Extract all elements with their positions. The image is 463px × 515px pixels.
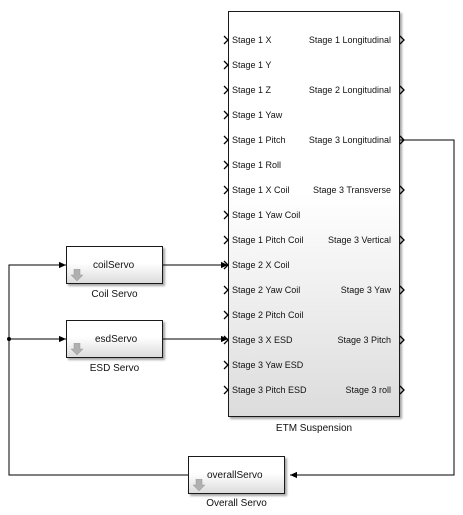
output-port-chevron-icon[interactable]	[399, 235, 406, 245]
etm-input-port-label: Stage 1 Roll	[232, 160, 282, 170]
etm-input-port-label: Stage 3 Yaw ESD	[232, 360, 304, 370]
input-port-chevron-icon[interactable]	[223, 260, 230, 270]
input-port-chevron-icon[interactable]	[223, 310, 230, 320]
output-port-chevron-icon[interactable]	[399, 85, 406, 95]
down-arrow-icon	[71, 343, 83, 355]
etm-input-port-label: Stage 1 X Coil	[232, 185, 290, 195]
output-port-chevron-icon[interactable]	[399, 285, 406, 295]
input-port-chevron-icon[interactable]	[223, 135, 230, 145]
input-port-chevron-icon[interactable]	[223, 335, 230, 345]
esd-servo-name: ESD Servo	[89, 363, 140, 374]
etm-input-port-label: Stage 2 Pitch Coil	[232, 310, 304, 320]
etm-input-port-label: Stage 2 Yaw Coil	[232, 285, 301, 295]
etm-output-port-label: Stage 2 Longitudinal	[308, 85, 391, 95]
output-port-chevron-icon[interactable]	[399, 35, 406, 45]
coil-servo-block[interactable]: coilServo	[66, 246, 163, 284]
esd-servo-block[interactable]: esdServo	[66, 320, 163, 358]
etm-output-port-label: Stage 3 Pitch	[337, 335, 391, 345]
branch-point	[7, 337, 11, 341]
output-port-chevron-icon[interactable]	[399, 385, 406, 395]
etm-input-port-label: Stage 2 X Coil	[232, 260, 290, 270]
output-port-chevron-icon[interactable]	[399, 335, 406, 345]
output-port-chevron-icon[interactable]	[399, 135, 406, 145]
overall-servo-name: Overall Servo	[206, 498, 267, 509]
etm-input-port-label: Stage 1 Z	[232, 85, 272, 95]
input-port-chevron-icon[interactable]	[223, 185, 230, 195]
etm-input-port-label: Stage 1 Yaw Coil	[232, 210, 301, 220]
etm-output-port-label: Stage 3 Longitudinal	[308, 135, 391, 145]
down-arrow-icon	[193, 479, 205, 491]
etm-suspension-name: ETM Suspension	[275, 423, 353, 434]
etm-output-port-label: Stage 1 Longitudinal	[308, 35, 391, 45]
etm-output-port-label: Stage 3 roll	[345, 385, 391, 395]
input-port-chevron-icon[interactable]	[223, 160, 230, 170]
esd-servo-title: esdServo	[95, 334, 138, 345]
etm-input-port-label: Stage 1 Pitch Coil	[232, 235, 304, 245]
input-port-chevron-icon[interactable]	[223, 285, 230, 295]
etm-input-port-label: Stage 1 X	[232, 35, 272, 45]
etm-input-port-label: Stage 3 X ESD	[232, 335, 293, 345]
coil-servo-title: coilServo	[93, 260, 135, 271]
etm-input-port-label: Stage 3 Pitch ESD	[232, 385, 307, 395]
input-port-chevron-icon[interactable]	[223, 85, 230, 95]
etm-input-port-label: Stage 1 Yaw	[232, 110, 283, 120]
coil-servo-name: Coil Servo	[91, 289, 138, 300]
overall-servo-block[interactable]: overallServo	[188, 456, 285, 494]
input-port-chevron-icon[interactable]	[223, 360, 230, 370]
input-port-chevron-icon[interactable]	[223, 385, 230, 395]
etm-input-port-label: Stage 1 Pitch	[232, 135, 286, 145]
wire-stage3long-to-overall[interactable]	[290, 139, 455, 479]
input-port-chevron-icon[interactable]	[223, 110, 230, 120]
input-port-chevron-icon[interactable]	[223, 60, 230, 70]
overall-servo-title: overallServo	[207, 470, 263, 481]
input-port-chevron-icon[interactable]	[223, 235, 230, 245]
etm-output-port-label: Stage 3 Transverse	[312, 185, 391, 195]
etm-output-port-label: Stage 3 Vertical	[327, 235, 391, 245]
etm-input-port-label: Stage 1 Y	[232, 60, 272, 70]
down-arrow-icon	[71, 269, 83, 281]
wire-overall-to-branch[interactable]	[8, 261, 188, 476]
output-port-chevron-icon[interactable]	[399, 185, 406, 195]
etm-output-port-label: Stage 3 Yaw	[340, 285, 391, 295]
input-port-chevron-icon[interactable]	[223, 35, 230, 45]
input-port-chevron-icon[interactable]	[223, 210, 230, 220]
